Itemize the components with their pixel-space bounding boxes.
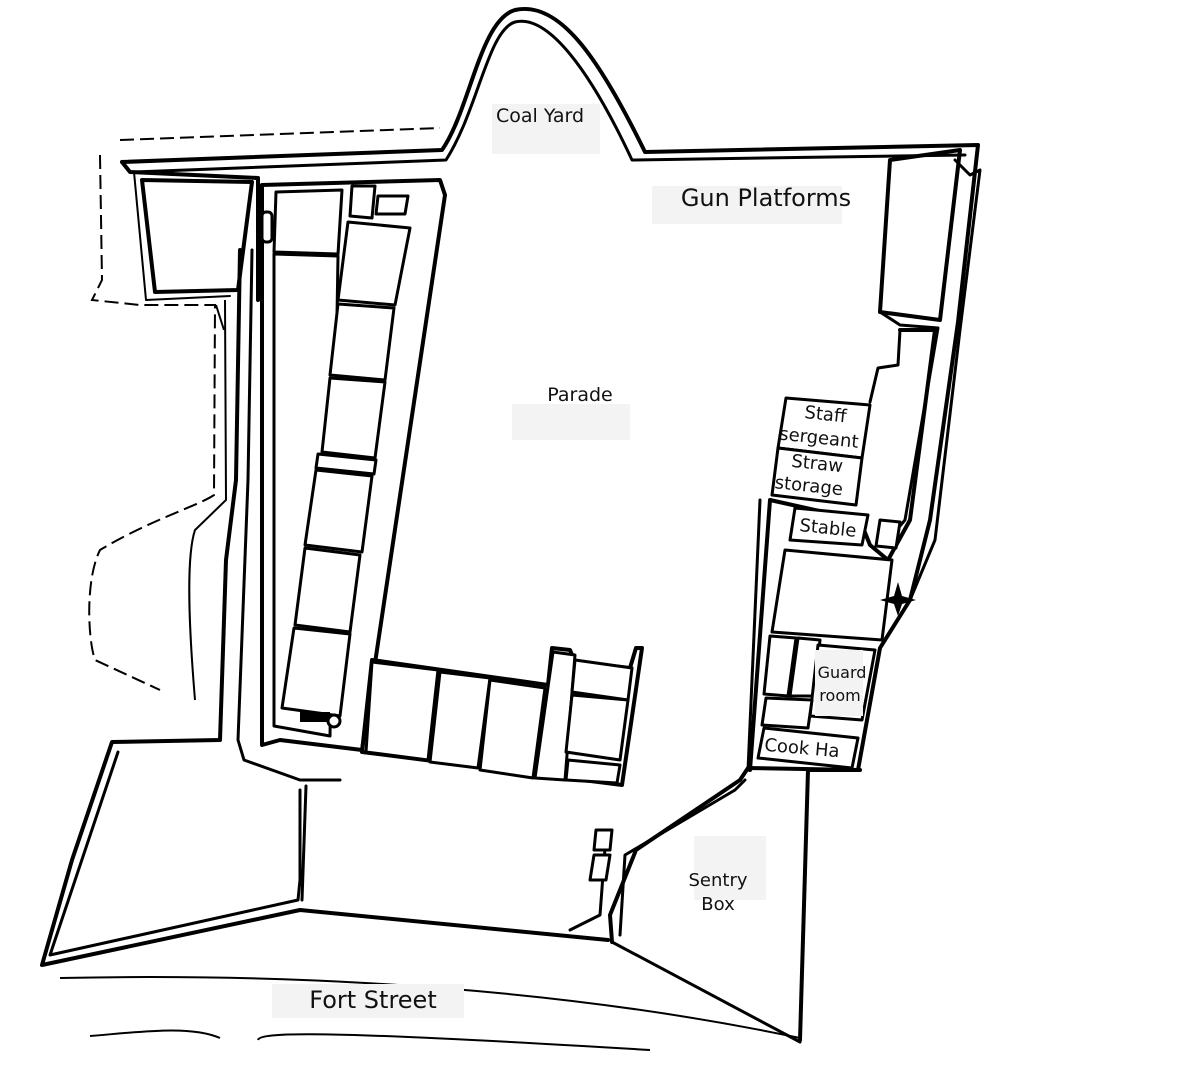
label-guard-room: Guard room bbox=[815, 650, 866, 716]
svg-text:Coal Yard: Coal Yard bbox=[496, 105, 584, 127]
label-fort-street: Fort Street bbox=[272, 984, 464, 1018]
svg-text:room: room bbox=[819, 686, 860, 705]
svg-text:Gun Platforms: Gun Platforms bbox=[681, 184, 851, 212]
svg-text:Fort Street: Fort Street bbox=[309, 986, 436, 1014]
svg-text:Guard: Guard bbox=[818, 663, 867, 682]
northwest-bastion bbox=[133, 171, 254, 301]
label-sentry-box: Sentry Box bbox=[688, 836, 766, 915]
east-range bbox=[746, 328, 937, 772]
fort-street-road bbox=[59, 976, 801, 1051]
label-parade: Parade bbox=[512, 384, 630, 440]
south-range bbox=[360, 646, 644, 882]
svg-text:Sentry: Sentry bbox=[688, 870, 747, 891]
label-coal-yard: Coal Yard bbox=[492, 104, 600, 154]
terrain-contours bbox=[88, 127, 441, 701]
label-gun-platforms: Gun Platforms bbox=[652, 184, 851, 224]
west-barracks bbox=[260, 178, 447, 752]
svg-text:Staff: Staff bbox=[803, 402, 847, 427]
svg-text:Box: Box bbox=[701, 894, 735, 915]
svg-text:Parade: Parade bbox=[547, 384, 612, 406]
